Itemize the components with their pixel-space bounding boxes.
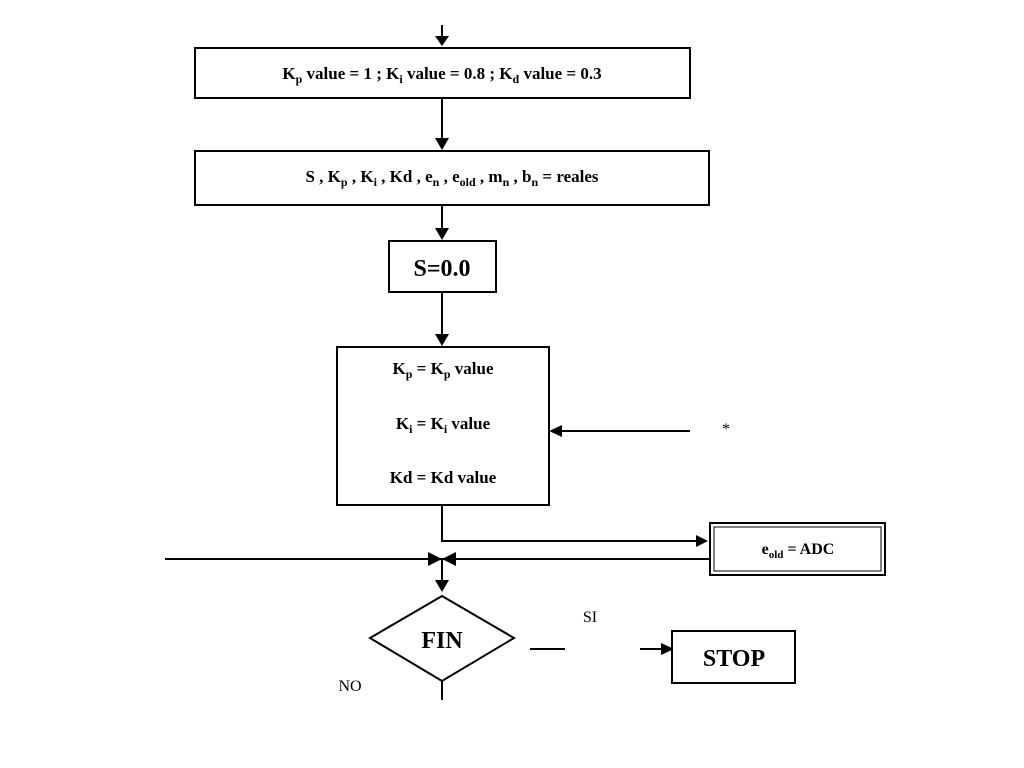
read-adc-text: eold = ADC bbox=[762, 541, 835, 561]
loop-line bbox=[165, 552, 710, 566]
arrow-init-to-assign bbox=[435, 292, 449, 346]
loop-back-arrow bbox=[549, 425, 690, 437]
entry-arrow bbox=[435, 25, 449, 46]
arrow-to-decision bbox=[435, 559, 449, 592]
assign-kp-text: Kp = Kp value bbox=[392, 359, 493, 381]
arrow-to-stop bbox=[640, 643, 674, 655]
fin-decision-text: FIN bbox=[421, 628, 463, 654]
declare-variables-step: S , Kp , Ki , Kd , en , eold , mn , bn =… bbox=[194, 150, 710, 206]
arrow-declare-to-init bbox=[435, 205, 449, 240]
read-adc-step: eold = ADC bbox=[709, 522, 886, 576]
assign-kd-text: Kd = Kd value bbox=[390, 468, 497, 487]
gain-values-step: Kp value = 1 ; Ki value = 0.8 ; Kd value… bbox=[194, 47, 691, 99]
declare-variables-text: S , Kp , Ki , Kd , en , eold , mn , bn =… bbox=[305, 167, 598, 189]
si-label: SI bbox=[583, 609, 597, 626]
assign-ki-text: Ki = Ki value bbox=[396, 414, 491, 436]
gain-values-text: Kp value = 1 ; Ki value = 0.8 ; Kd value… bbox=[282, 64, 601, 86]
stop-text: STOP bbox=[703, 646, 765, 672]
arrow-assign-to-adc bbox=[441, 505, 708, 547]
assign-gains-step: Kp = Kp value Ki = Ki value Kd = Kd valu… bbox=[336, 346, 550, 506]
arrow-gain-to-declare bbox=[435, 98, 449, 150]
init-s-step: S=0.0 bbox=[388, 240, 497, 293]
connector-label: * bbox=[722, 421, 730, 438]
init-s-text: S=0.0 bbox=[413, 256, 470, 282]
no-label: NO bbox=[338, 678, 361, 695]
stop-step: STOP bbox=[671, 630, 796, 684]
fin-decision: FIN bbox=[368, 594, 516, 683]
